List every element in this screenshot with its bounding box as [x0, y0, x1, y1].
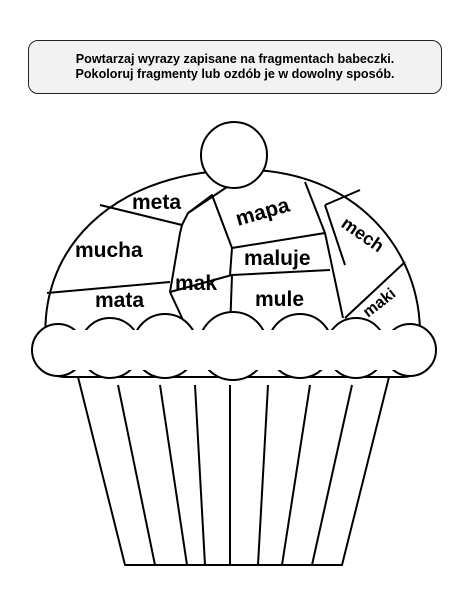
word-mak: mak — [175, 272, 217, 295]
cream-cover — [55, 330, 415, 370]
cupcake-wrapper — [74, 364, 393, 566]
instruction-box: Powtarzaj wyrazy zapisane na fragmentach… — [28, 40, 442, 94]
division-mapa-bottom — [231, 232, 326, 249]
wrapper-stripe-7 — [311, 384, 353, 566]
division-maluje-bottom — [231, 269, 331, 276]
wrapper-stripe-1 — [117, 384, 156, 566]
division-mapa-right — [304, 181, 344, 319]
word-mata: mata — [95, 289, 144, 312]
wrapper-stripe-3 — [194, 384, 206, 566]
wrapper-stripe-6 — [281, 384, 311, 566]
cherry[interactable] — [200, 121, 268, 189]
division-mucha-bottom — [46, 281, 171, 294]
word-meta: meta — [132, 191, 181, 214]
wrapper-stripe-2 — [159, 384, 188, 566]
division-mech-left — [324, 204, 346, 266]
instruction-line-1: Powtarzaj wyrazy zapisane na fragmentach… — [75, 52, 395, 66]
cream-band — [31, 311, 437, 381]
frosting-dome — [44, 168, 421, 346]
instruction-line-2: Pokoloruj fragmenty lub ozdób je w dowol… — [75, 67, 395, 81]
word-maluje: maluje — [244, 247, 311, 270]
word-mule: mule — [255, 288, 304, 311]
word-mucha: mucha — [75, 239, 143, 262]
wrapper-stripe-5 — [257, 384, 269, 566]
division-meta-right — [179, 224, 183, 234]
division-mech-top — [324, 189, 361, 206]
division-mak-top — [187, 194, 233, 276]
division-maki-top — [344, 261, 406, 319]
wrapper-outline[interactable] — [74, 364, 393, 566]
